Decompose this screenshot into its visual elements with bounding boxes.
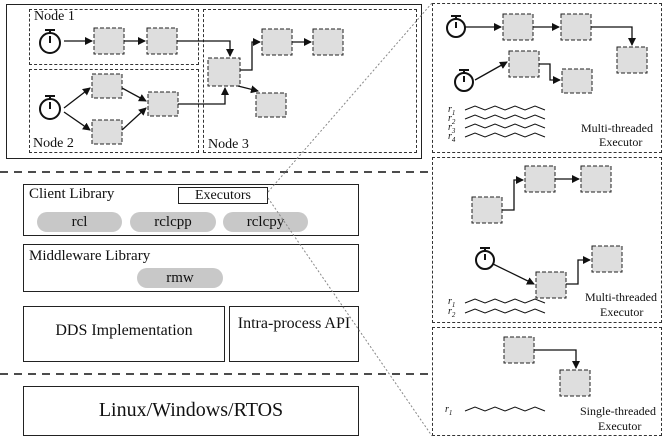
zoom-line xyxy=(267,197,433,437)
callback-box xyxy=(616,46,648,74)
callback-box xyxy=(146,27,178,55)
node-3-box xyxy=(203,9,417,153)
callback-box xyxy=(91,73,123,99)
os-box xyxy=(23,386,359,436)
thread-label: r2 xyxy=(448,113,456,126)
executor-1-type: Multi-threaded xyxy=(581,121,653,135)
os-label: Linux/Windows/RTOS xyxy=(98,399,284,421)
node-2-label: Node 2 xyxy=(33,136,74,151)
thread-wave xyxy=(464,123,546,129)
thread-wave xyxy=(464,114,546,120)
thread-wave xyxy=(464,105,546,111)
dds-box xyxy=(23,306,225,362)
callback-box xyxy=(560,13,592,41)
thread-label: r1 xyxy=(448,296,456,309)
callback-box xyxy=(535,271,567,299)
rmw-pill: rmw xyxy=(137,268,223,288)
callback-box xyxy=(561,68,593,94)
callback-box xyxy=(91,119,123,145)
zoom-line xyxy=(267,2,433,193)
thread-label: r2 xyxy=(448,306,456,319)
executor-1-word: Executor xyxy=(599,135,643,149)
thread-label: r1 xyxy=(448,104,456,117)
executor-2-word: Executor xyxy=(600,305,644,319)
rclcpy-pill: rclcpy xyxy=(223,212,308,232)
callback-box xyxy=(591,245,623,273)
thread-wave xyxy=(464,298,546,304)
callback-box xyxy=(207,57,241,87)
intra-process-box xyxy=(229,306,359,362)
callback-box xyxy=(93,27,125,55)
executor-panel-2 xyxy=(432,157,662,323)
rclcpp-pill: rclcpp xyxy=(130,212,216,232)
executor-3-type: Single-threaded xyxy=(580,404,656,418)
callback-box xyxy=(147,91,179,117)
executor-panel-1 xyxy=(432,3,662,153)
thread-wave xyxy=(464,406,546,412)
thread-label: r1 xyxy=(445,404,453,417)
thread-label: r3 xyxy=(448,122,456,135)
callback-box xyxy=(255,92,287,118)
intra-process-label: Intra-process API xyxy=(237,315,351,332)
callback-box xyxy=(261,28,293,56)
executors-box: Executors xyxy=(178,187,268,204)
client-library-label: Client Library xyxy=(29,186,115,202)
thread-wave xyxy=(464,132,546,138)
callback-box xyxy=(503,336,535,364)
middleware-library-label: Middleware Library xyxy=(29,248,151,264)
thread-wave xyxy=(464,308,546,314)
node-2-box xyxy=(29,69,199,153)
executor-3-word: Executor xyxy=(598,419,642,433)
executor-2-type: Multi-threaded xyxy=(585,290,657,304)
rcl-pill: rcl xyxy=(37,212,122,232)
callback-box xyxy=(508,50,540,78)
callback-box xyxy=(559,369,591,397)
thread-label: r4 xyxy=(448,131,456,144)
callback-box xyxy=(312,28,344,56)
node-1-box xyxy=(29,9,199,65)
dds-label: DDS Implementation xyxy=(55,322,193,339)
callback-box xyxy=(580,165,612,193)
node-3-label: Node 3 xyxy=(208,137,249,152)
callback-box xyxy=(524,165,556,193)
executor-panel-3 xyxy=(432,327,662,436)
callback-box xyxy=(502,13,534,41)
callback-box xyxy=(471,196,503,224)
node-1-label: Node 1 xyxy=(34,9,75,24)
